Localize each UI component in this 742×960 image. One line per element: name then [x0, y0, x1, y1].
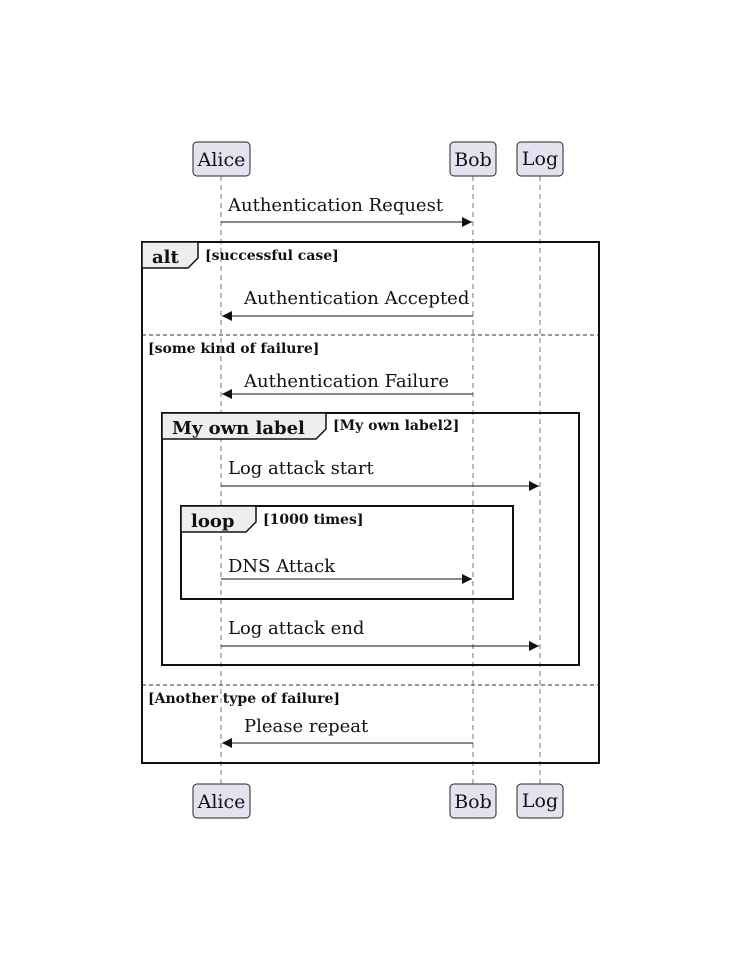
message-label: Log attack start: [228, 458, 374, 479]
message-label: DNS Attack: [228, 556, 336, 577]
participant-bob-top: Bob: [449, 141, 497, 177]
message-dns-attack: DNS Attack: [221, 556, 472, 584]
participant-log-top: Log: [516, 141, 564, 177]
alt-guard-another-failure: [Another type of failure]: [148, 691, 340, 707]
message-label: Authentication Accepted: [243, 288, 469, 309]
participant-bob-label: Bob: [454, 149, 492, 171]
participant-alice-label: Alice: [197, 791, 246, 813]
participant-log-label: Log: [522, 148, 558, 170]
group-guard: [My own label2]: [333, 418, 459, 434]
participant-bob-label: Bob: [454, 791, 492, 813]
alt-guard-successful: [successful case]: [205, 248, 339, 264]
loop-guard: [1000 times]: [263, 512, 363, 528]
participant-alice-top: Alice: [192, 141, 251, 177]
message-auth-failure: Authentication Failure: [222, 371, 473, 399]
message-auth-accepted: Authentication Accepted: [222, 288, 473, 321]
participant-alice-bottom: Alice: [192, 783, 251, 819]
loop-fragment: loop [1000 times]: [180, 505, 514, 600]
loop-fragment-label: loop: [191, 511, 234, 532]
message-auth-request: Authentication Request: [221, 195, 472, 227]
participant-alice-label: Alice: [197, 149, 246, 171]
message-label: Please repeat: [244, 716, 369, 737]
message-label: Authentication Failure: [243, 371, 449, 392]
participant-log-label: Log: [522, 790, 558, 812]
message-log-attack-start: Log attack start: [221, 458, 539, 491]
alt-guard-failure: [some kind of failure]: [148, 341, 319, 357]
participant-log-bottom: Log: [516, 783, 564, 819]
group-fragment-label: My own label: [172, 418, 305, 439]
alt-fragment: alt [successful case] [some kind of fail…: [141, 241, 600, 764]
message-please-repeat: Please repeat: [222, 716, 473, 748]
alt-fragment-label: alt: [152, 247, 180, 268]
group-fragment: My own label [My own label2]: [161, 412, 580, 666]
participant-bob-bottom: Bob: [449, 783, 497, 819]
message-label: Log attack end: [228, 618, 364, 639]
message-log-attack-end: Log attack end: [221, 618, 539, 651]
message-label: Authentication Request: [227, 195, 444, 216]
